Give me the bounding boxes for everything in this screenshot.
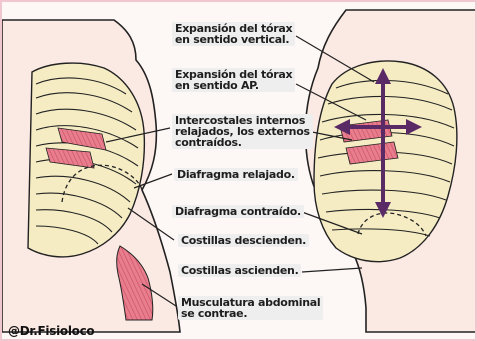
leader-costillas-ascienden — [302, 268, 362, 272]
label-musculatura-abdominal: Musculatura abdominal se contrae. — [178, 296, 323, 320]
label-costillas-descienden: Costillas descienden. — [178, 234, 309, 247]
right-torso — [306, 10, 477, 332]
label-costillas-ascienden: Costillas ascienden. — [178, 264, 301, 277]
label-expansion-ap: Expansión del tórax en sentido AP. — [172, 68, 295, 92]
left-torso — [2, 20, 180, 332]
author-credit: @Dr.Fisioloco — [8, 324, 94, 338]
label-intercostales: Intercostales internos relajados, los ex… — [172, 114, 313, 149]
label-diafragma-relajado: Diafragma relajado. — [174, 168, 298, 181]
label-expansion-vertical: Expansión del tórax en sentido vertical. — [172, 22, 295, 46]
label-diafragma-contraido: Diafragma contraído. — [172, 205, 304, 218]
